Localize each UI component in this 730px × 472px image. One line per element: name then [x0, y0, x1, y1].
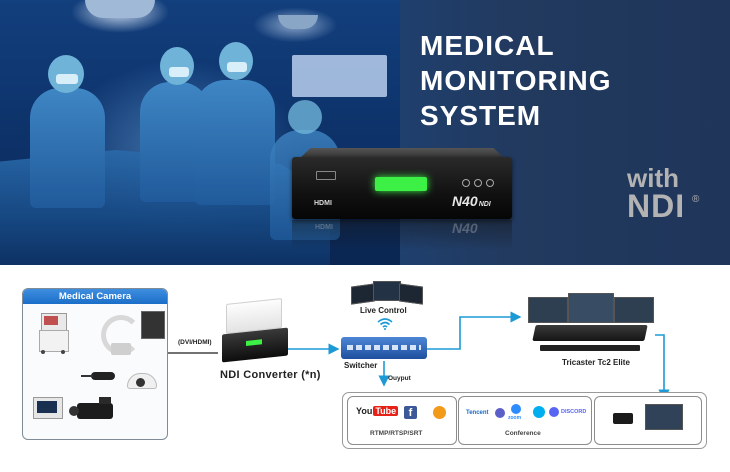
hero-title: MEDICAL MONITORING SYSTEM: [420, 30, 612, 131]
skype-icon: [533, 406, 545, 418]
network-switcher-device: [341, 337, 427, 359]
tricaster-label: Tricaster Tc2 Elite: [562, 358, 630, 367]
ultrasound-icon: [35, 313, 71, 355]
device-button-icon: [474, 179, 482, 187]
hero-banner: MEDICAL MONITORING SYSTEM with NDI ® HDM…: [0, 0, 730, 265]
device-reflection: [292, 220, 512, 250]
discord-icon: [549, 407, 559, 417]
wifi-icon: [377, 318, 393, 330]
tricaster-monitors: [528, 293, 654, 323]
ndi-logo-text: NDI: [627, 188, 686, 224]
device-button-icon: [486, 179, 494, 187]
zoom-icon: [511, 404, 521, 414]
device-display: [375, 177, 427, 191]
hdmi-port-label: HDMI: [314, 200, 332, 207]
surgical-lamp: [278, 15, 318, 29]
with-text: with: [627, 163, 679, 193]
c-arm-xray-icon: [95, 313, 141, 357]
streaming-platform-icon: [433, 406, 446, 419]
tencent-logo: Tencent: [466, 410, 489, 416]
patient-monitor-icon: [33, 397, 63, 419]
live-control-tablets: [351, 279, 423, 305]
tricaster-to-display-arrow: [655, 334, 670, 401]
output-label: Ouyput: [388, 375, 411, 382]
endoscope-icon: [81, 369, 119, 383]
surgical-lamp: [85, 0, 155, 18]
reflection-hdmi-label: HDMI: [315, 224, 333, 231]
ndi-converter-label: NDI Converter (*n): [220, 369, 321, 381]
medical-camera-header: Medical Camera: [23, 289, 167, 304]
live-control-label: Live Control: [360, 306, 407, 315]
monitor-strip-icon: [141, 311, 165, 339]
dome-camera-icon: [127, 373, 157, 393]
or-monitor: [292, 55, 387, 97]
device-model-label: N40NDI: [452, 193, 491, 209]
n40-ndi-device: HDMI N40NDI: [292, 157, 512, 219]
switcher-label: Switcher: [344, 361, 378, 370]
device-button-icon: [462, 179, 470, 187]
conference-label: Conference: [505, 430, 541, 437]
registered-mark: ®: [692, 194, 700, 205]
facebook-icon: f: [404, 406, 417, 419]
streaming-protocols-label: RTMP/RTSP/SRT: [370, 430, 423, 437]
tricaster-base: [540, 345, 640, 351]
conference-box: Tencent zoom DISCORD Conference: [458, 396, 592, 445]
usb-port-icon: [316, 171, 336, 180]
projector-icon: [613, 413, 633, 424]
connection-lines: [166, 311, 670, 401]
tricaster-control-surface: [532, 325, 648, 341]
system-diagram: Medical Camera: [0, 265, 730, 472]
medical-camera-panel: Medical Camera: [22, 288, 168, 440]
camcorder-icon: [69, 397, 119, 425]
operating-room-photo: [0, 0, 400, 265]
display-box: [594, 396, 702, 445]
connection-type-label: (DVI/HDMI): [178, 339, 212, 346]
zoom-logo: zoom: [508, 415, 522, 421]
switcher-to-tricaster-arrow: [427, 311, 522, 350]
discord-logo: DISCORD: [561, 409, 587, 415]
reflection-model-label: N40: [452, 220, 478, 236]
teams-icon: [495, 408, 505, 418]
hero-title-block: MEDICAL MONITORING SYSTEM: [420, 28, 720, 133]
display-monitor-icon: [645, 404, 683, 430]
